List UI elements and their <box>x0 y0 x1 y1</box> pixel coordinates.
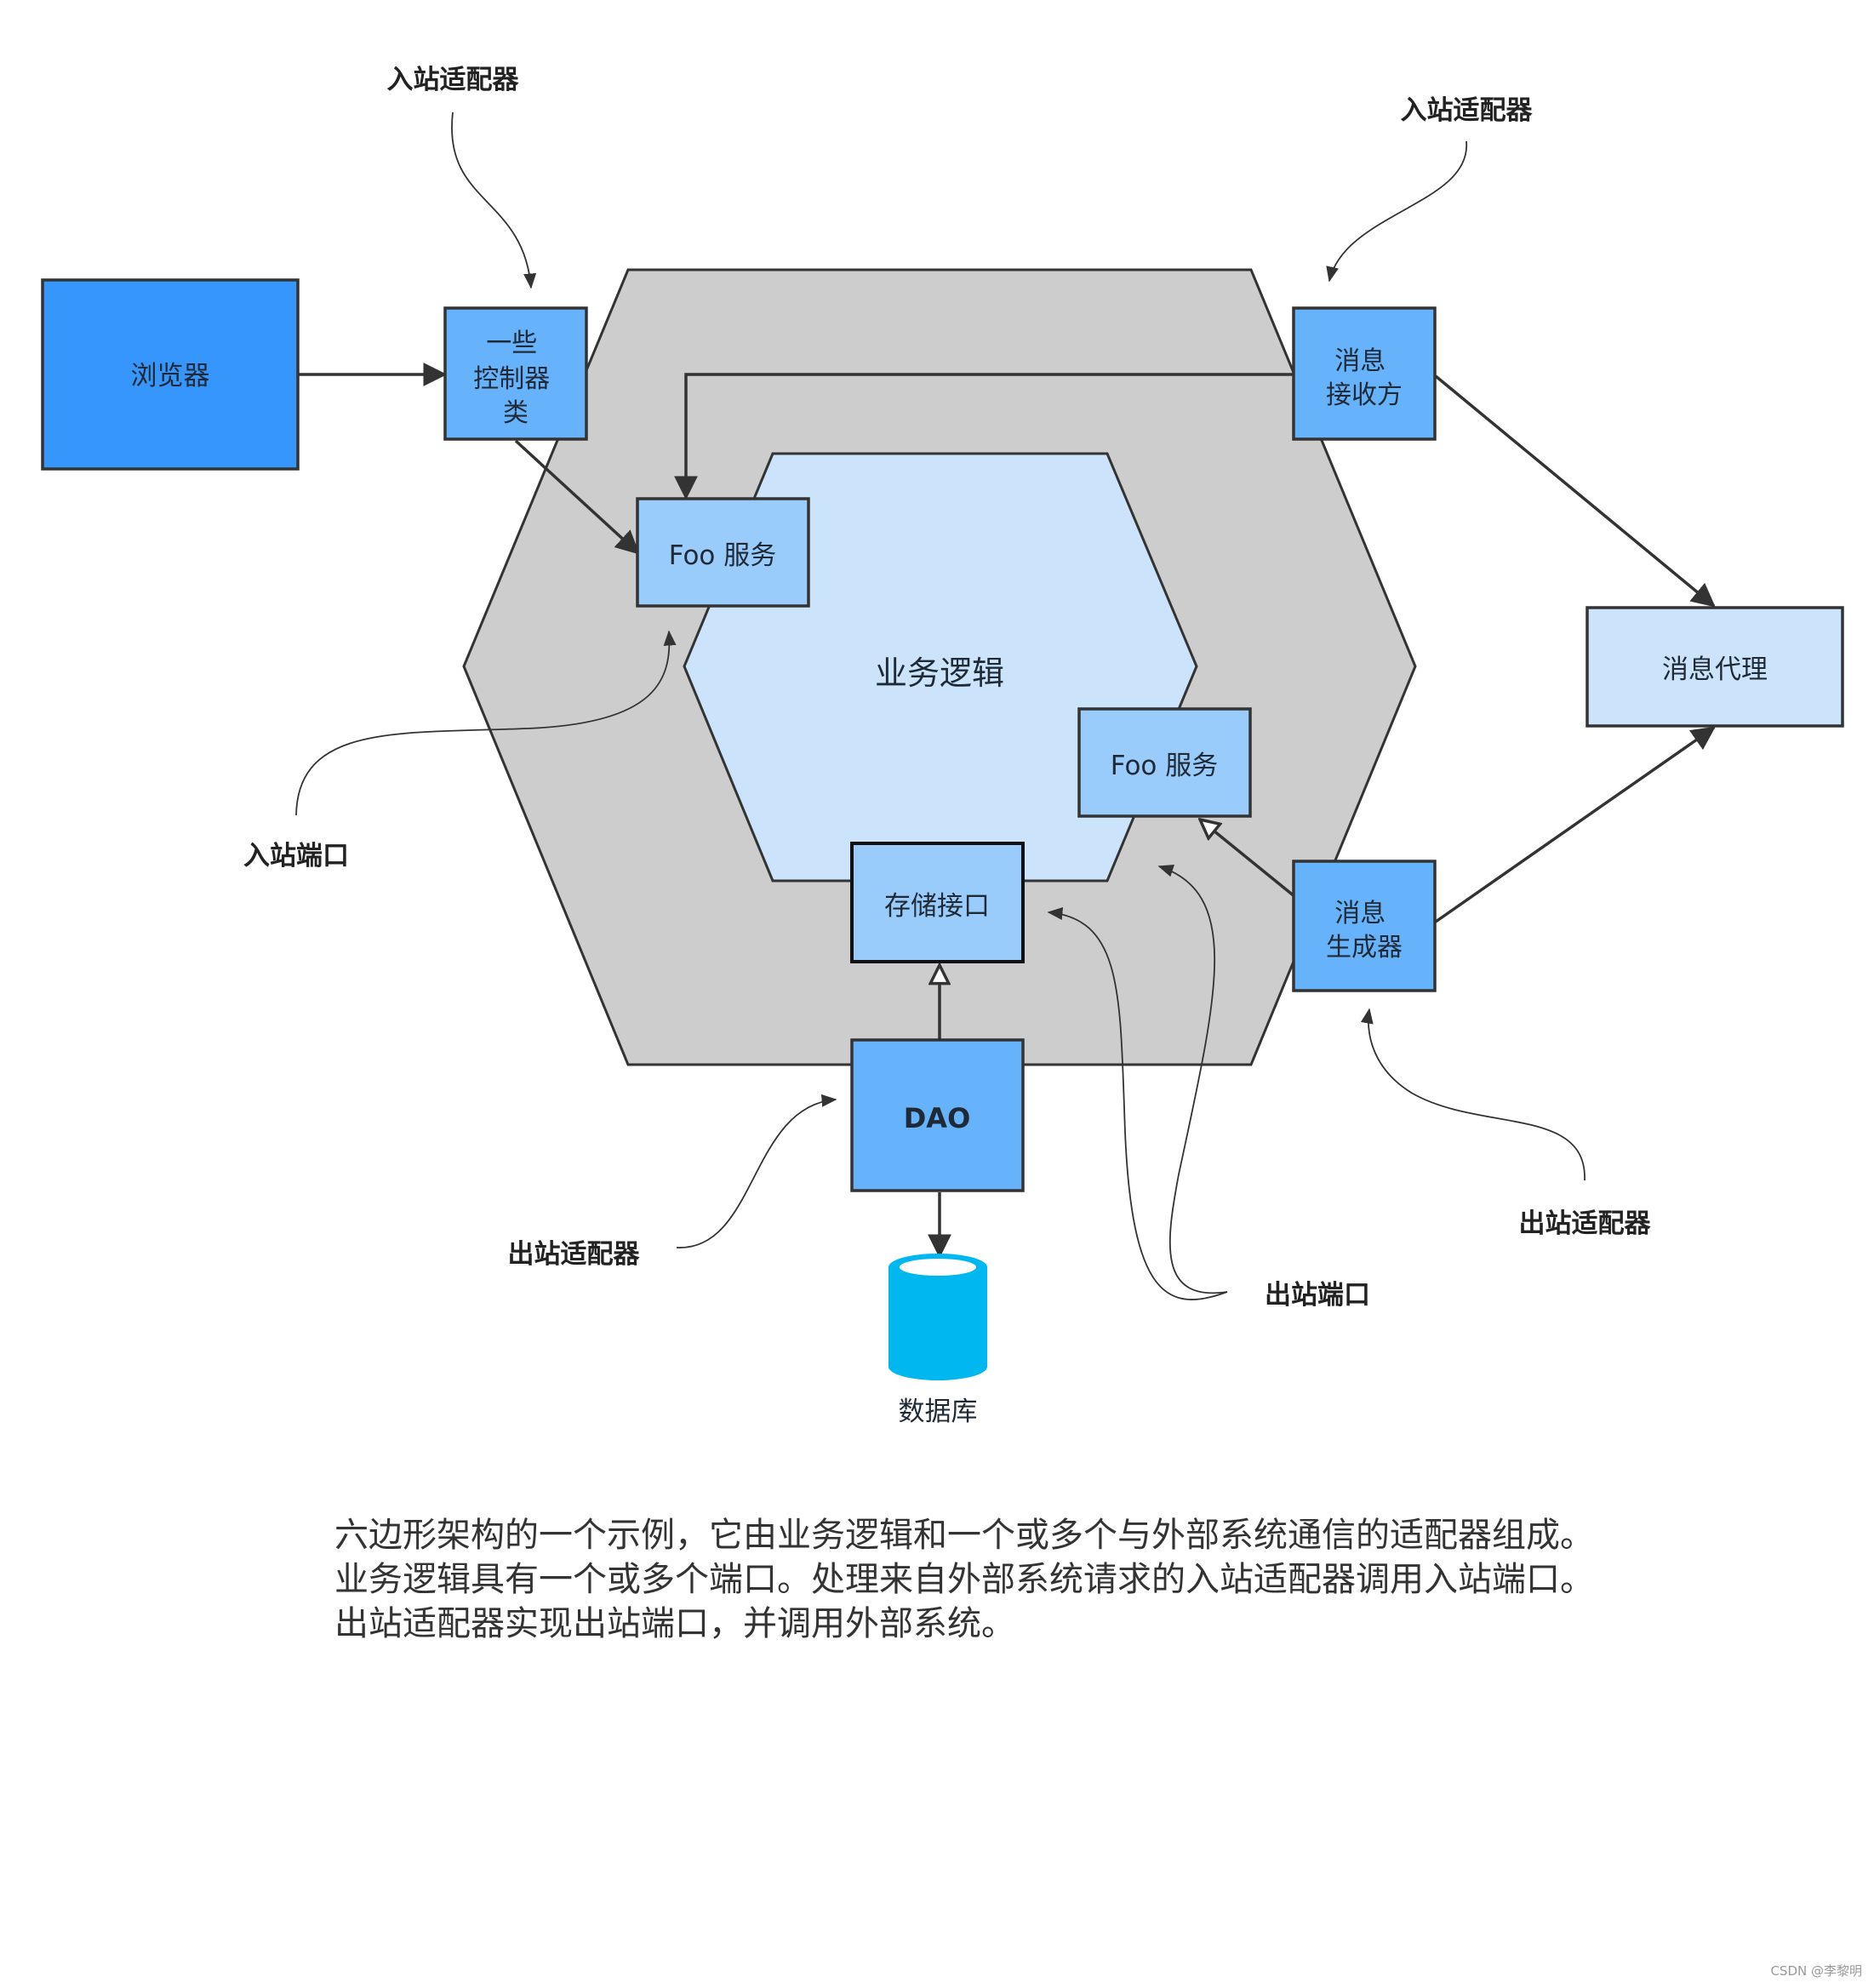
dao-box <box>850 1038 1025 1192</box>
controller-label-line-3: 类 <box>503 398 528 428</box>
message-producer-label-line-1: 消息 <box>1334 899 1386 928</box>
callout-inbound-port: 入站端口 <box>243 841 349 871</box>
message-receiver-label-line-2: 接收方 <box>1326 380 1403 410</box>
browser-label: 浏览器 <box>131 361 210 391</box>
controller-label-line-1: 一些 <box>486 328 537 358</box>
controller-label: 一些 控制器 类 <box>473 328 558 428</box>
controller-label-line-2: 控制器 <box>473 364 550 394</box>
message-broker-box <box>1585 606 1844 728</box>
callout-outbound-adapter-right: 出站适配器 <box>1519 1208 1652 1239</box>
leader-outbound-adapter-right <box>1360 1008 1585 1181</box>
storage-interface-box <box>850 842 1025 963</box>
leader-outbound-adapter-left <box>676 1094 837 1248</box>
dao-label: DAO <box>904 1102 971 1134</box>
foo-service-top-label: Foo 服务 <box>669 540 777 571</box>
arrow-receiver-to-foo-service <box>674 373 1295 500</box>
arrow-producer-to-broker <box>1434 726 1716 923</box>
callout-outbound-adapter-left: 出站适配器 <box>508 1239 641 1270</box>
message-receiver-label-line-1: 消息 <box>1334 346 1386 376</box>
foo-service-right-label: Foo 服务 <box>1111 751 1219 781</box>
callout-outbound-port: 出站端口 <box>1265 1280 1370 1311</box>
browser-box <box>41 278 300 471</box>
leader-inbound-port <box>295 630 677 816</box>
leader-outbound-port-to-foo-service <box>1157 865 1228 1294</box>
message-producer-label-line-2: 生成器 <box>1326 933 1403 963</box>
leader-outbound-port-to-storage <box>1047 907 1228 1300</box>
message-broker-label: 消息代理 <box>1662 654 1768 685</box>
caption-line-2: 业务逻辑具有一个或多个端口。处理来自外部系统请求的入站适配器调用入站端口。 <box>334 1560 1594 1599</box>
caption-line-3: 出站适配器实现出站端口，并调用外部系统。 <box>334 1604 1015 1643</box>
watermark: CSDN @李黎明 <box>1770 1963 1862 1979</box>
leader-inbound-adapter-right <box>1326 140 1467 283</box>
database-icon <box>888 1254 987 1380</box>
leader-inbound-adapter-left <box>451 111 537 289</box>
storage-interface-label: 存储接口 <box>884 891 990 922</box>
caption-line-1: 六边形架构的一个示例，它由业务逻辑和一个或多个与外部系统通信的适配器组成。 <box>334 1516 1594 1555</box>
implements-producer-to-foo-service <box>1200 820 1297 899</box>
business-logic-label: 业务逻辑 <box>875 654 1004 692</box>
callout-inbound-adapter-right: 入站适配器 <box>1401 95 1534 126</box>
foo-service-right-box <box>1077 707 1252 818</box>
message-producer-label: 消息 生成器 <box>1326 899 1403 963</box>
business-logic-hexagon <box>683 452 1198 883</box>
message-receiver-box <box>1292 306 1437 441</box>
foo-service-top-box <box>636 497 810 608</box>
figure-caption: 六边形架构的一个示例，它由业务逻辑和一个或多个与外部系统通信的适配器组成。 业务… <box>334 1513 1662 1646</box>
controller-box <box>443 306 588 441</box>
arrow-receiver-to-broker <box>1434 374 1716 608</box>
message-receiver-label: 消息 接收方 <box>1326 346 1403 410</box>
message-producer-box <box>1292 860 1437 992</box>
arrow-controller-to-foo-service <box>514 439 640 555</box>
database-label: 数据库 <box>899 1397 978 1427</box>
callout-inbound-adapter-left: 入站适配器 <box>387 65 520 95</box>
